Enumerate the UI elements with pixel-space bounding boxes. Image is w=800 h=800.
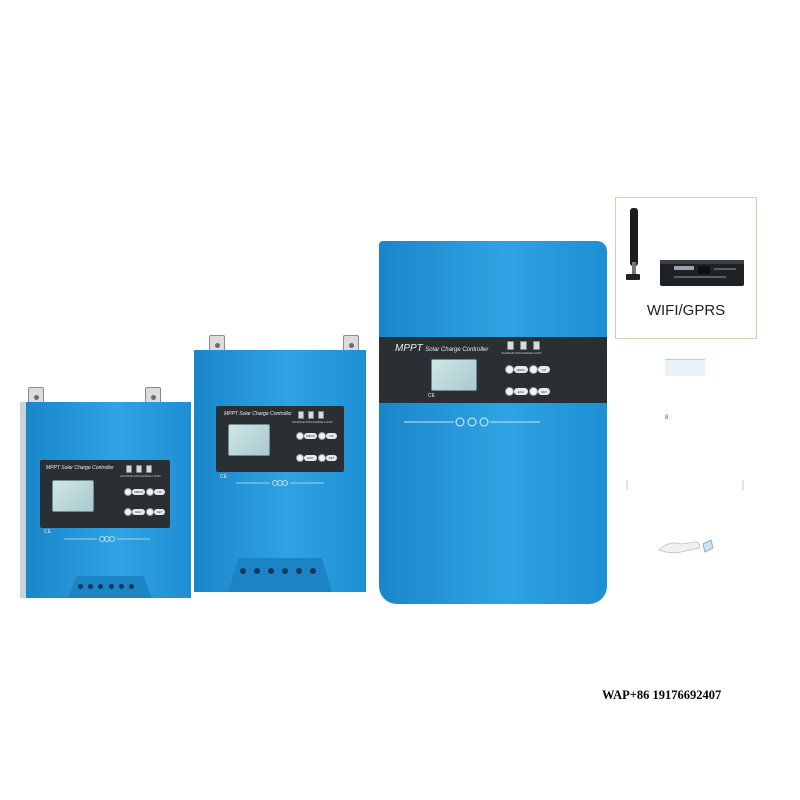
led-discharge: [520, 341, 527, 350]
esc-button[interactable]: ESC: [505, 387, 528, 396]
brand-label: MPPT Solar Charge Controller: [395, 343, 489, 354]
led-load: [533, 341, 540, 350]
menu-button[interactable]: MENU: [505, 365, 528, 374]
set-button[interactable]: SET: [146, 508, 165, 516]
lcd-screen: [228, 424, 270, 456]
lcd-screen: [52, 480, 94, 512]
led-caption: CHARGE DISCHARGE LOAD: [120, 474, 161, 478]
control-panel: MPPT Solar Charge Controller CHARGE DISC…: [216, 406, 344, 472]
phone-app-panel: 8: [615, 340, 755, 492]
contact-text: WAP+86 19176692407: [602, 688, 722, 702]
phone-mark: 8: [665, 415, 669, 421]
lcd-screen: [431, 359, 477, 391]
set-button[interactable]: SET: [529, 387, 550, 396]
led-charge: [126, 465, 132, 473]
terminal-holes: [78, 584, 134, 589]
set-button[interactable]: SET: [318, 454, 337, 462]
phone-outline-icon: [626, 359, 744, 490]
brand-label: MPPT Solar Charge Controller: [224, 411, 292, 417]
control-panel: MPPT Solar Charge Controller CHARGE DISC…: [379, 337, 607, 403]
esc-button[interactable]: ESC: [124, 508, 145, 516]
wifi-module-icon: [626, 208, 744, 286]
led-discharge: [136, 465, 142, 473]
ce-mark: CE: [44, 529, 51, 535]
status-leds: [298, 411, 324, 419]
up-button[interactable]: UP: [146, 488, 165, 496]
status-leds: [126, 465, 152, 473]
menu-button[interactable]: MENU: [296, 432, 317, 440]
module-label: WIFI/GPRS: [646, 302, 726, 319]
up-button[interactable]: UP: [318, 432, 337, 440]
hand-icon: [658, 539, 714, 554]
menu-button[interactable]: MENU: [124, 488, 145, 496]
ornament-icon: [236, 480, 324, 486]
up-button[interactable]: UP: [529, 365, 550, 374]
wifi-gprs-module-panel: WIFI/GPRS: [615, 197, 757, 339]
status-leds: [507, 341, 540, 350]
brand-label: MPPT Solar Charge Controller: [46, 465, 114, 471]
ce-mark: CE: [220, 474, 227, 480]
ornament-icon: [64, 536, 150, 542]
terminal-cover: [228, 558, 332, 592]
control-panel: MPPT Solar Charge Controller CHARGE DISC…: [40, 460, 170, 528]
led-discharge: [308, 411, 314, 419]
terminal-holes: [240, 568, 316, 574]
led-charge: [507, 341, 514, 350]
led-load: [146, 465, 152, 473]
ce-mark: CE: [428, 393, 435, 399]
ornament-icon: [404, 417, 540, 427]
led-caption: CHARGE DISCHARGE LOAD: [501, 351, 542, 355]
led-caption: CHARGE DISCHARGE LOAD: [292, 420, 333, 424]
led-charge: [298, 411, 304, 419]
led-load: [318, 411, 324, 419]
esc-button[interactable]: ESC: [296, 454, 317, 462]
